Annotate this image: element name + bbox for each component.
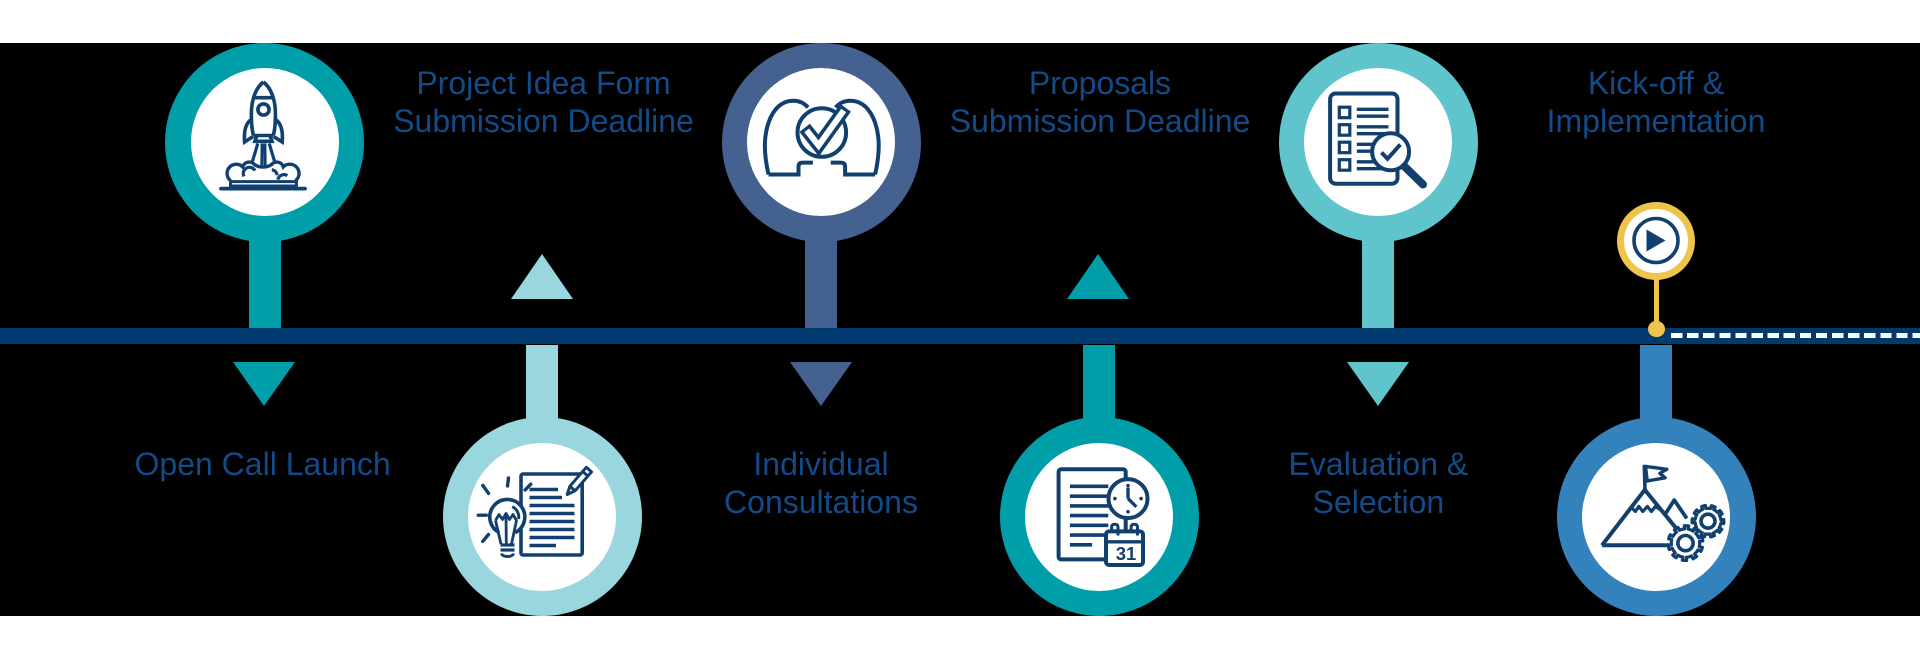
svg-text:31: 31 <box>1116 543 1137 564</box>
